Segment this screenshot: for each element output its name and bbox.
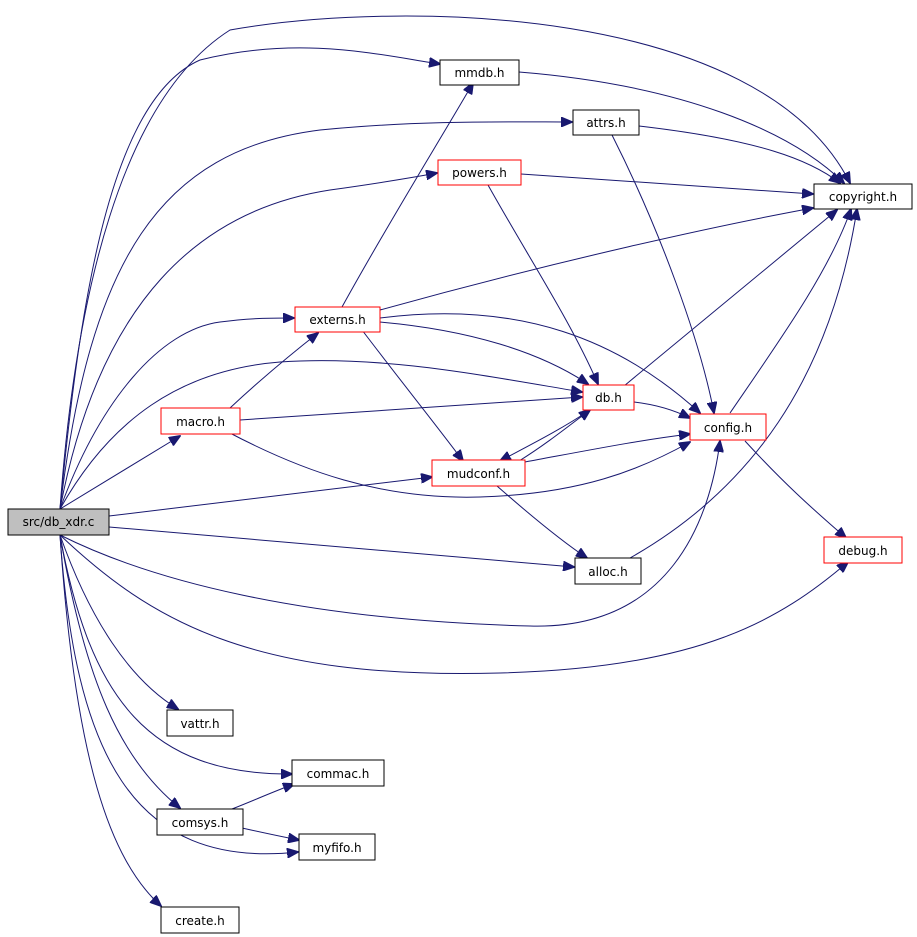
edge-db-xdr-to-vattr: [59, 534, 178, 709]
edge-mudconf-to-db: [518, 410, 590, 462]
edge-db-xdr-to-alloc: [108, 526, 574, 567]
edge-db-xdr-to-config: [59, 441, 720, 627]
edge-comsys-to-commac: [231, 784, 294, 810]
edge-externs-to-mmdb: [341, 83, 473, 308]
node-label: src/db_xdr.c: [23, 515, 95, 529]
edge-macro-to-externs: [229, 333, 318, 409]
node-label: alloc.h: [588, 565, 627, 579]
node-myfifo-h[interactable]: myfifo.h: [298, 833, 376, 861]
edge-attrs-to-config: [611, 134, 714, 413]
edge-alloc-to-copyright: [629, 209, 857, 559]
node-label: copyright.h: [829, 190, 897, 204]
node-config-h[interactable]: config.h: [689, 413, 767, 441]
edge-mmdb-to-copyright: [518, 71, 844, 183]
node-create-h[interactable]: create.h: [160, 906, 240, 934]
node-commac-h[interactable]: commac.h: [291, 759, 385, 787]
node-label: macro.h: [176, 415, 225, 429]
node-alloc-h[interactable]: alloc.h: [574, 557, 642, 585]
edge-db-xdr-to-comsys: [59, 534, 180, 808]
edge-db-to-mudconf: [500, 409, 591, 461]
node-src-db-xdr-c[interactable]: src/db_xdr.c: [7, 508, 110, 536]
node-copyright-h[interactable]: copyright.h: [813, 183, 913, 210]
edge-attrs-to-copyright: [638, 125, 840, 183]
edges: [59, 15, 857, 906]
edge-mudconf-to-config: [524, 434, 690, 463]
node-label: debug.h: [838, 544, 887, 558]
node-label: db.h: [595, 391, 622, 405]
nodes: src/db_xdr.c mmdb.h attrs.h powers.h cop…: [7, 59, 913, 934]
node-label: powers.h: [452, 166, 507, 180]
node-label: commac.h: [307, 767, 370, 781]
node-label: mudconf.h: [447, 467, 510, 481]
edge-mudconf-to-alloc: [496, 485, 587, 558]
edge-config-to-copyright: [729, 209, 851, 414]
edge-db-xdr-to-commac: [59, 534, 292, 774]
edge-externs-to-config: [379, 313, 700, 413]
node-macro-h[interactable]: macro.h: [160, 407, 241, 435]
edge-externs-to-mudconf: [361, 329, 463, 461]
node-label: mmdb.h: [454, 66, 504, 80]
edge-db-xdr-to-myfifo: [59, 534, 298, 854]
edge-powers-to-db: [487, 184, 598, 384]
edge-db-xdr-to-create: [59, 534, 161, 906]
edge-macro-to-config: [227, 431, 690, 498]
edge-db-to-config: [633, 401, 690, 418]
node-debug-h[interactable]: debug.h: [823, 536, 903, 564]
edge-externs-to-db: [379, 321, 588, 384]
edge-db-xdr-to-copyright: [59, 15, 850, 510]
edge-macro-to-db: [239, 397, 582, 421]
edge-db-xdr-to-attrs: [59, 122, 572, 510]
node-db-h[interactable]: db.h: [582, 384, 635, 411]
edge-powers-to-copyright: [520, 173, 813, 194]
node-label: config.h: [704, 421, 752, 435]
node-label: myfifo.h: [312, 841, 361, 855]
edge-db-xdr-to-debug: [59, 534, 848, 675]
edge-db-xdr-to-powers: [59, 173, 437, 510]
edge-db-xdr-to-mmdb: [59, 47, 440, 510]
node-attrs-h[interactable]: attrs.h: [572, 109, 640, 136]
node-comsys-h[interactable]: comsys.h: [156, 808, 244, 836]
edge-externs-to-copyright: [379, 208, 813, 311]
edge-db-xdr-to-externs: [59, 318, 294, 510]
node-externs-h[interactable]: externs.h: [294, 306, 381, 333]
node-mmdb-h[interactable]: mmdb.h: [439, 59, 520, 86]
node-vattr-h[interactable]: vattr.h: [166, 709, 234, 737]
node-label: create.h: [175, 914, 225, 928]
node-label: comsys.h: [172, 816, 229, 830]
node-label: attrs.h: [586, 116, 625, 130]
edge-comsys-to-myfifo: [241, 827, 299, 840]
node-label: externs.h: [309, 313, 365, 327]
edge-db-xdr-to-macro: [59, 436, 180, 510]
edge-db-to-copyright: [623, 210, 837, 387]
node-label: vattr.h: [180, 717, 219, 731]
edge-db-xdr-to-db: [59, 360, 582, 510]
node-mudconf-h[interactable]: mudconf.h: [431, 459, 526, 487]
edge-db-xdr-to-mudconf: [108, 477, 432, 517]
node-powers-h[interactable]: powers.h: [437, 159, 522, 186]
edge-config-to-debug: [744, 440, 846, 538]
